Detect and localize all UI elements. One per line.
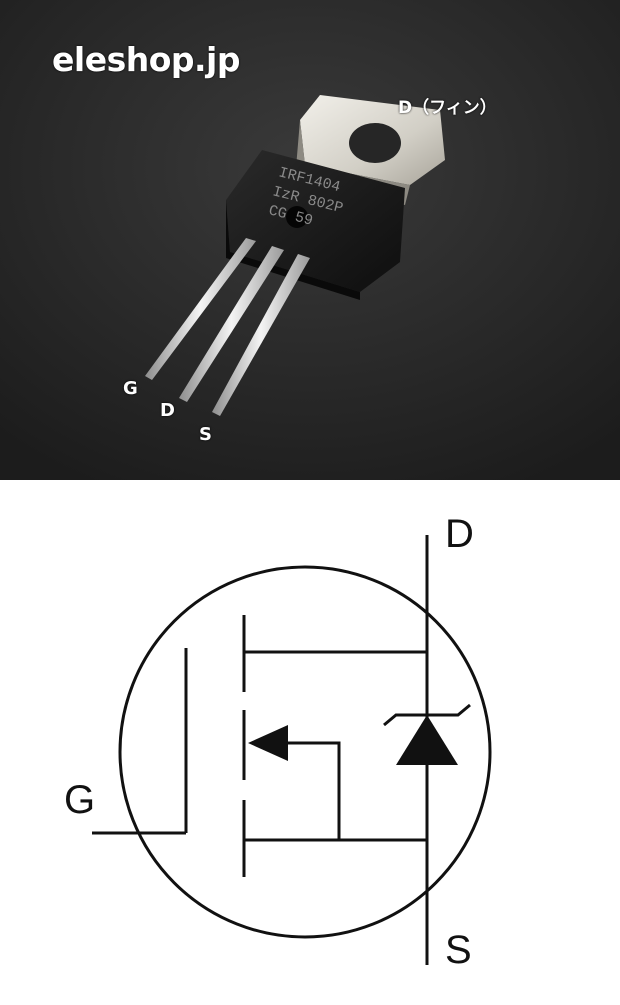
terminal-label-source: S [445,928,472,972]
symbol-circle [118,565,492,939]
fin-label: D（フィン） [398,98,497,118]
body-connection [288,741,341,840]
transistor-photo: IRF1404 IzR 802P CG 59 [0,0,620,480]
lead-label-source: S [199,424,212,445]
terminal-label-gate: G [64,778,96,822]
lead-drain [179,246,284,402]
package-dimple [286,206,308,228]
diode-cathode-bar [383,703,471,727]
body-diode [396,715,458,765]
mounting-hole [349,123,401,163]
lead-label-gate: G [123,378,138,399]
lead-label-drain: D [160,400,175,421]
brand-watermark: eleshop.jp [52,40,240,79]
body-arrow [248,725,288,761]
lead-gate [145,238,256,380]
lead-source [212,254,310,416]
terminal-label-drain: D [445,512,474,556]
mosfet-symbol [92,535,492,965]
photo-panel: IRF1404 IzR 802P CG 59 eleshop.jp D（フィン）… [0,0,620,480]
schematic-panel: D G S [0,480,620,1000]
